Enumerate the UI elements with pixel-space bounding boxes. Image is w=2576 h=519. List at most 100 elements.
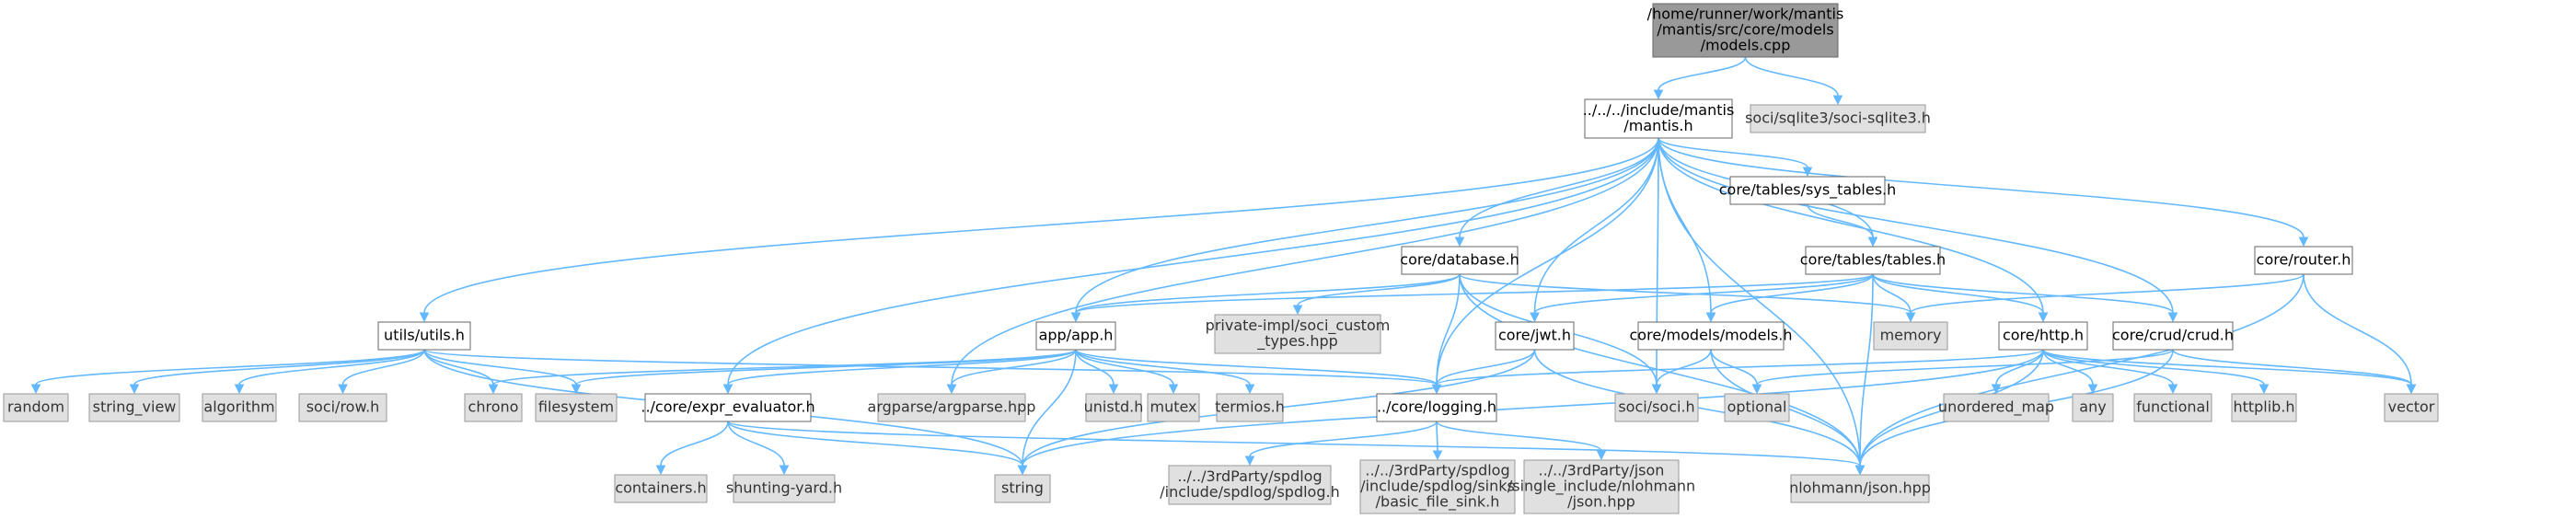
edge-logging_h-to-json_single <box>1436 421 1602 452</box>
node-box <box>1724 393 1790 422</box>
edge-arrowhead-filesystem <box>571 384 582 395</box>
node-label: core/router.h <box>2257 251 2351 269</box>
node-httplib: httplib.h <box>2231 393 2297 422</box>
node-box <box>1637 321 1785 351</box>
node-box <box>2384 393 2439 422</box>
edge-expr_eval-to-shunting <box>727 421 785 467</box>
node-label: core/tables/sys_tables.h <box>1719 181 1897 200</box>
node-http-h[interactable]: core/http.h <box>1998 321 2088 351</box>
node-spdlog-sink: ../../3rdParty/spdlog/include/spdlog/sin… <box>1359 459 1516 514</box>
edge-crud_h-to-optional <box>1756 349 2174 386</box>
edge-arrowhead-nlohmann <box>1854 465 1866 476</box>
node-label: /json.hpp <box>1567 493 1635 511</box>
node-label: ../../3rdParty/spdlog <box>1177 467 1322 485</box>
edge-app_h-to-unistd <box>1075 349 1115 386</box>
node-label: shunting-yard.h <box>726 479 842 497</box>
node-label: ../../3rdParty/json <box>1539 462 1665 479</box>
edge-arrowhead-functional <box>2167 384 2178 395</box>
node-label: core/jwt.h <box>1498 327 1571 344</box>
node-box <box>202 393 277 422</box>
edge-arrowhead-spdlog <box>1244 456 1255 467</box>
edge-arrowhead-sys_tables_h <box>1802 167 1813 178</box>
node-database-h[interactable]: core/database.h <box>1400 246 1519 275</box>
node-label: chrono <box>468 398 519 416</box>
edge-arrowhead-algorithm <box>234 384 245 395</box>
node-tables-h[interactable]: core/tables/tables.h <box>1800 246 1946 275</box>
node-box <box>614 474 708 503</box>
node-json-single: ../../3rdParty/json/single_include/nlohm… <box>1507 459 1695 514</box>
edge-utils_h-to-filesystem <box>423 349 577 386</box>
node-mutex: mutex <box>1147 393 1200 422</box>
edge-models_cpp-to-soci_sqlite3 <box>1744 56 1839 97</box>
node-label: argparse/argparse.hpp <box>868 398 1036 416</box>
node-box <box>1652 3 1839 58</box>
edge-arrowhead-mantis_h <box>1653 89 1664 100</box>
node-shunting: shunting-yard.h <box>726 474 842 503</box>
edge-mantis_h-to-logging_h <box>1436 137 1659 386</box>
node-vector: vector <box>2384 393 2439 422</box>
node-termios: termios.h <box>1215 393 1285 422</box>
node-label: app/app.h <box>1039 327 1114 344</box>
node-label: utils/utils.h <box>384 327 465 344</box>
node-jwt-h[interactable]: core/jwt.h <box>1495 321 1575 351</box>
node-router-h[interactable]: core/router.h <box>2254 246 2353 275</box>
edge-tables_h-to-crud_h <box>1872 273 2174 314</box>
edge-utils_h-to-logging_h <box>423 349 1438 386</box>
node-box <box>298 393 387 422</box>
edge-arrowhead-termios <box>1244 384 1255 395</box>
node-box <box>2112 321 2234 351</box>
node-models-h[interactable]: core/models/models.h <box>1630 321 1793 351</box>
node-box <box>1401 246 1519 275</box>
node-models-cpp: /home/runner/work/mantis/mantis/src/core… <box>1647 3 1843 58</box>
node-string-view: string_view <box>88 393 180 422</box>
node-label: /mantis/src/core/models <box>1657 21 1833 39</box>
edge-arrowhead-crud_h <box>2167 312 2178 323</box>
edge-expr_eval-to-string <box>727 421 1023 467</box>
edge-mantis_h-to-crud_h <box>1658 137 2174 314</box>
node-unordered-map: unordered_map <box>1938 393 2054 422</box>
edge-utils_h-to-algorithm <box>238 349 425 386</box>
edge-app_h-to-filesystem <box>575 349 1077 386</box>
node-app-h[interactable]: app/app.h <box>1035 321 1116 351</box>
edge-mantis_h-to-expr_eval <box>727 137 1659 386</box>
node-mantis-h[interactable]: ../../../include/mantis/mantis.h <box>1583 98 1735 139</box>
node-filesystem: filesystem <box>535 393 618 422</box>
node-crud-h[interactable]: core/crud/crud.h <box>2112 321 2234 351</box>
edge-arrowhead-unordered_map <box>1991 384 2002 395</box>
edge-arrowhead-any <box>2087 384 2098 395</box>
node-random: random <box>3 393 69 422</box>
edge-app_h-to-expr_eval <box>727 349 1077 386</box>
node-expr-eval[interactable]: ../core/expr_evaluator.h <box>641 393 815 422</box>
edge-arrowhead-chrono <box>488 384 499 395</box>
edge-arrowhead-random <box>30 384 41 395</box>
edge-app_h-to-mutex <box>1075 349 1174 386</box>
node-optional: optional <box>1724 393 1790 422</box>
node-chrono: chrono <box>464 393 523 422</box>
edge-arrowhead-mutex <box>1168 384 1179 395</box>
node-label: ../core/expr_evaluator.h <box>641 398 814 417</box>
node-sys-tables-h[interactable]: core/tables/sys_tables.h <box>1719 176 1897 205</box>
node-box <box>994 474 1051 503</box>
node-box <box>1359 459 1516 514</box>
node-box <box>1085 393 1142 422</box>
node-logging-h[interactable]: ../core/logging.h <box>1376 393 1497 422</box>
edge-arrowhead-soci_custom <box>1292 305 1303 316</box>
node-box <box>1376 393 1497 422</box>
node-utils-h[interactable]: utils/utils.h <box>377 321 471 351</box>
node-functional: functional <box>2133 393 2212 422</box>
node-soci-sqlite3: soci/sqlite3/soci-sqlite3.h <box>1745 104 1931 133</box>
edge-router_h-to-vector <box>2303 273 2412 386</box>
node-label: soci/sqlite3/soci-sqlite3.h <box>1745 110 1931 127</box>
edge-arrowhead-unistd <box>1108 384 1119 395</box>
edge-arrowhead-expr_eval <box>722 384 734 395</box>
node-box <box>1873 321 1948 351</box>
edge-utils_h-to-soci_row <box>341 349 425 386</box>
edge-router_h-to-memory <box>1910 273 2305 314</box>
edge-database_h-to-memory <box>1459 273 1912 314</box>
node-label: string <box>1001 479 1044 497</box>
edge-arrowhead-string_view <box>129 384 140 395</box>
edge-arrowhead-http_h <box>2038 312 2049 323</box>
edge-arrowhead-string <box>1017 465 1028 476</box>
node-label: ../../3rdParty/spdlog <box>1365 462 1509 479</box>
edge-arrowhead-vector <box>2406 384 2417 395</box>
